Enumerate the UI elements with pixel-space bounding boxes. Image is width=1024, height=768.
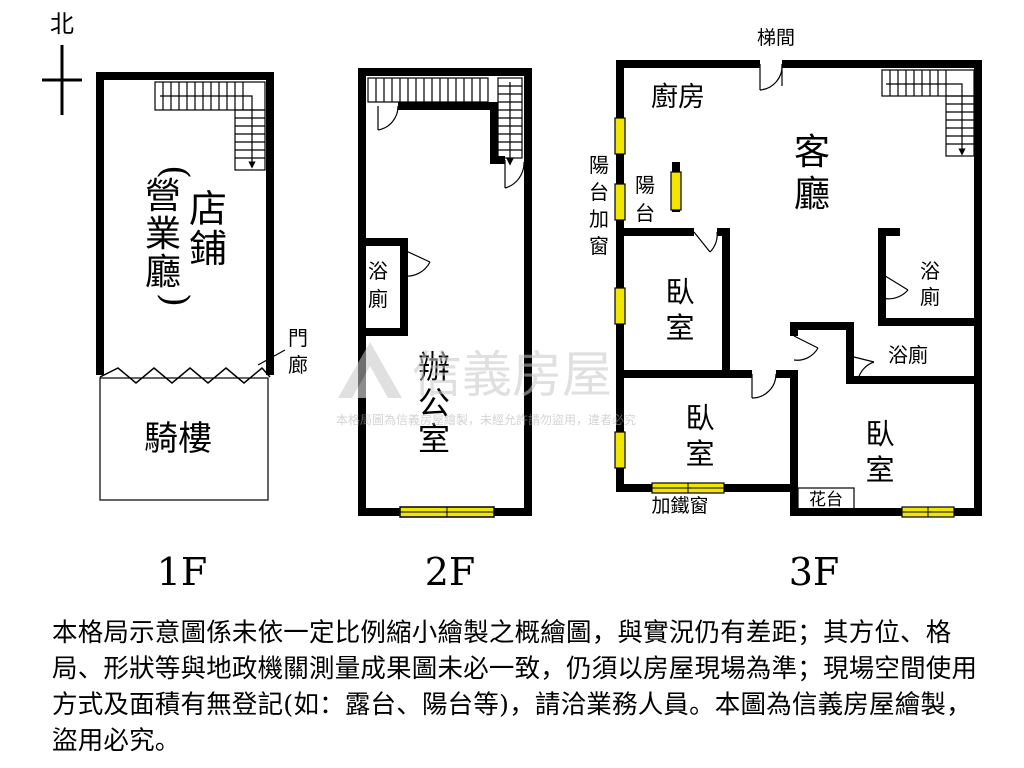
floor-plan: 北 店 鋪 ( 營 業 廳 ) 門 bbox=[42, 10, 982, 594]
living-char-2: 廳 bbox=[794, 174, 830, 215]
bedroom2-char-1: 臥 bbox=[685, 401, 714, 435]
f3-bath1-door bbox=[881, 273, 909, 300]
f3-bath1-char-2: 廁 bbox=[920, 285, 940, 309]
balcony-window-char-4: 窗 bbox=[589, 234, 609, 258]
f2-bath-door bbox=[403, 249, 431, 277]
f3-window-left-2 bbox=[614, 183, 626, 221]
arcade-label: 騎樓 bbox=[144, 419, 212, 459]
floor-label-2f: 2F bbox=[425, 550, 476, 594]
bedroom3-char-2: 室 bbox=[865, 453, 894, 487]
iron-window-label: 加鐵窗 bbox=[651, 495, 708, 517]
f3-bedroom2-door bbox=[751, 373, 777, 399]
hall-paren-close: ) bbox=[154, 293, 195, 307]
f3-bedroom2-right-wall bbox=[776, 370, 798, 488]
office-char-2: 公 bbox=[418, 384, 450, 422]
balcony-window-char-1: 陽 bbox=[589, 153, 609, 177]
watermark: 信義房屋 本格局圖為信義房屋繪製，未經允許請勿盜用，違者必究 bbox=[336, 342, 636, 427]
north-label: 北 bbox=[50, 10, 74, 38]
f3-bedroom1-right-wall bbox=[717, 228, 752, 378]
living-char-1: 客 bbox=[794, 132, 830, 173]
hall-char-1: 營 bbox=[145, 176, 181, 217]
corridor-char-2: 廊 bbox=[288, 353, 308, 377]
balcony-char-1: 陽 bbox=[635, 173, 655, 197]
balcony-window-char-2: 台 bbox=[589, 180, 609, 204]
bedroom3-char-1: 臥 bbox=[865, 417, 894, 451]
bedroom1-char-1: 臥 bbox=[665, 275, 694, 309]
f2-bath-char-2: 廁 bbox=[368, 287, 388, 311]
corridor-zigzag bbox=[99, 366, 271, 384]
floor-label-3f: 3F bbox=[789, 550, 840, 594]
shop-label: 店 bbox=[189, 187, 227, 231]
f3-bedroom3-window bbox=[901, 506, 955, 518]
floor-label-1f: 1F bbox=[157, 550, 208, 594]
office-char-1: 辦 bbox=[418, 348, 450, 386]
f3-planter bbox=[797, 487, 855, 511]
watermark-brand: 信義房屋 bbox=[412, 346, 612, 404]
stair-label: 梯間 bbox=[757, 27, 795, 49]
hall-char-2: 業 bbox=[145, 214, 181, 255]
f2-stair-wall bbox=[398, 102, 505, 164]
floor-2f: 浴 廁 辦 公 室 2F bbox=[358, 68, 532, 594]
office-char-3: 室 bbox=[418, 420, 450, 458]
f2-door-stair bbox=[504, 160, 525, 189]
arcade-area bbox=[99, 377, 269, 501]
corridor-char-1: 門 bbox=[288, 326, 308, 350]
f3-bath1-char-1: 浴 bbox=[920, 259, 940, 283]
bedroom2-char-2: 室 bbox=[685, 437, 714, 471]
corridor-pointer bbox=[257, 349, 286, 366]
f3-balcony-window bbox=[670, 171, 682, 211]
hall-char-3: 廳 bbox=[145, 252, 181, 293]
f3-stair-door bbox=[759, 63, 783, 91]
floor-1f: 店 鋪 ( 營 業 廳 ) 門 廊 騎樓 1F bbox=[96, 72, 308, 594]
f3-window-left-3 bbox=[614, 287, 626, 325]
f1-stairs bbox=[154, 81, 266, 171]
f3-bath1-walls bbox=[878, 228, 978, 326]
f3-window-left-1 bbox=[614, 117, 626, 155]
f3-stairs bbox=[881, 69, 975, 157]
f2-window bbox=[399, 506, 495, 518]
compass: 北 bbox=[42, 10, 82, 115]
f3-hall-door bbox=[793, 335, 819, 361]
f1-walls bbox=[96, 72, 274, 375]
f3-bath2-walls bbox=[790, 322, 978, 384]
bedroom1-char-2: 室 bbox=[665, 311, 694, 345]
f3-window-left-4 bbox=[614, 431, 626, 469]
planter-label: 花台 bbox=[809, 490, 843, 510]
hall-paren-open: ( bbox=[154, 165, 195, 179]
f3-bath2-door bbox=[849, 355, 875, 381]
f2-stairs bbox=[367, 77, 523, 166]
brand-logo-icon bbox=[338, 342, 402, 398]
f3-bath2-label: 浴廁 bbox=[888, 343, 928, 367]
f2-bath-walls bbox=[362, 238, 408, 336]
balcony-char-2: 台 bbox=[635, 201, 655, 225]
f3-bedroom1-door bbox=[693, 231, 718, 253]
watermark-notice: 本格局圖為信義房屋繪製，未經允許請勿盜用，違者必究 bbox=[336, 412, 636, 427]
balcony-window-char-3: 加 bbox=[589, 207, 609, 231]
f2-bath-char-1: 浴 bbox=[368, 259, 388, 283]
kitchen-label: 廚房 bbox=[651, 82, 705, 113]
f3-iron-window bbox=[651, 482, 725, 494]
floor-3f: 梯間 浴 廁 bbox=[589, 27, 982, 594]
disclaimer-text: 本格局示意圖係未依一定比例縮小繪製之概繪圖，與實況仍有差距；其方位、格局、形狀等… bbox=[52, 618, 978, 756]
shop-label-2: 鋪 bbox=[189, 227, 227, 271]
f2-door-top bbox=[377, 105, 399, 131]
